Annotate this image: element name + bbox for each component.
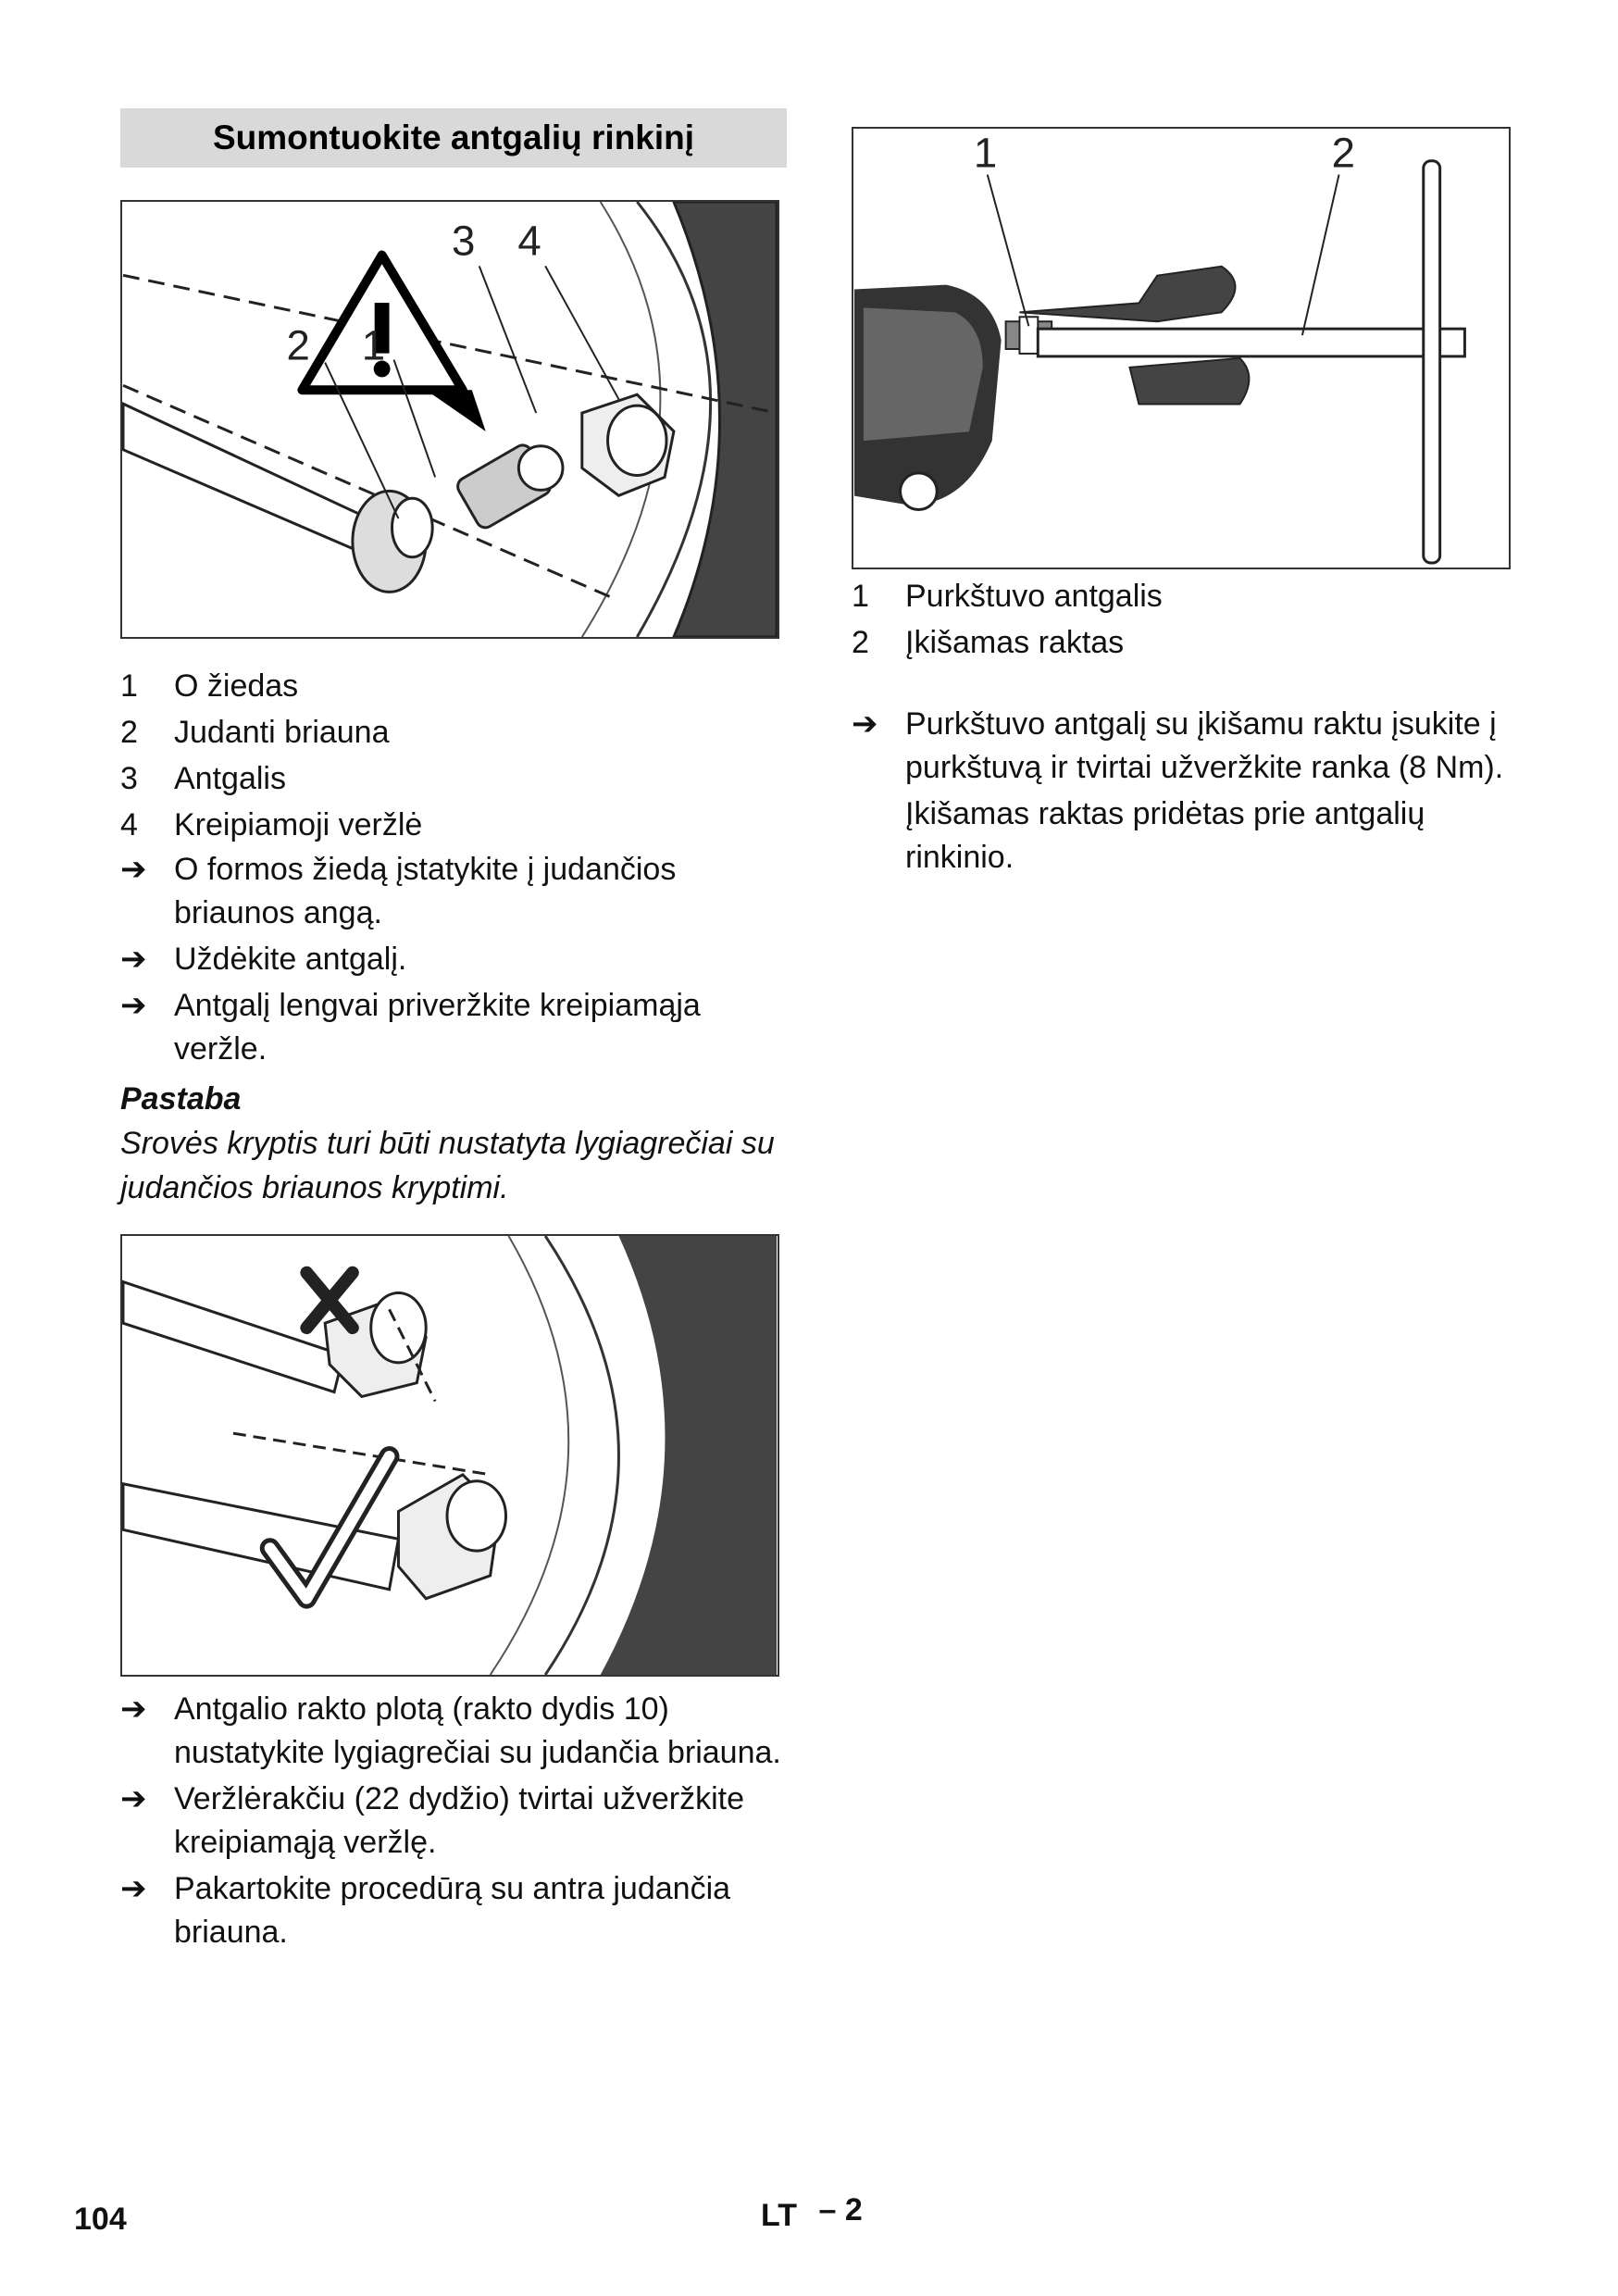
legend-item: 1 O žiedas: [120, 663, 787, 709]
callout-3: 3: [452, 218, 475, 265]
legend-number: 2: [120, 715, 138, 750]
language-label: LT: [761, 2198, 798, 2233]
note-text: Srovės kryptis turi būti nustatyta lygia…: [120, 1126, 775, 1205]
step-item: ➔ Antgalį lengvai priveržkite kreipiamąj…: [120, 984, 787, 1071]
step-text: Veržlėrakčiu (22 dydžio) tvirtai užveržk…: [174, 1781, 745, 1860]
legend-figure1: 1 O žiedas 2 Judanti briauna 3 Antgalis …: [120, 663, 787, 848]
step-text: Purkštuvo antgalį su įkišamu raktu įsuki…: [905, 706, 1504, 785]
arrow-right-icon: ➔: [120, 1871, 147, 1906]
step-item: ➔ O formos žiedą įstatykite į judančios …: [120, 848, 787, 935]
arrow-right-icon: ➔: [120, 1781, 147, 1816]
brush-bristles: [600, 1236, 778, 1675]
callout-1: 1: [974, 130, 997, 177]
wrong-cross-icon: [300, 1266, 359, 1335]
section-title: Sumontuokite antgalių rinkinį: [120, 108, 787, 168]
step-text: O formos žiedą įstatykite į judančios br…: [174, 852, 677, 930]
legend-number: 2: [852, 625, 869, 660]
language-code: LT – 2: [761, 2192, 863, 2234]
legend-text: Kreipiamoji veržlė: [174, 807, 423, 842]
callout-4: 4: [517, 218, 541, 265]
arrow-right-icon: ➔: [120, 942, 147, 977]
arrow-right-icon: ➔: [120, 988, 147, 1023]
step-item: ➔ Pakartokite procedūrą su antra judanči…: [120, 1867, 787, 1954]
spray-nozzle-illustration: 1 2: [853, 130, 1466, 565]
callout-2: 2: [287, 322, 310, 369]
step-item: ➔ Antgalio rakto plotą (rakto dydis 10) …: [120, 1688, 787, 1775]
step-item: ➔ Purkštuvo antgalį su įkišamu raktu įsu…: [852, 703, 1518, 790]
callout-1: 1: [362, 322, 385, 369]
legend-text: Antgalis: [174, 761, 286, 796]
step-item: ➔ Veržlėrakčiu (22 dydžio) tvirtai užver…: [120, 1778, 787, 1865]
brush-bristles: [672, 202, 778, 637]
legend-item: 3 Antgalis: [120, 755, 787, 802]
callout-2: 2: [1332, 130, 1355, 177]
legend-text: Purkštuvo antgalis: [905, 579, 1163, 614]
correct-checkmark-icon: [259, 1446, 400, 1609]
step-text: Uždėkite antgalį.: [174, 942, 407, 977]
step-item: Įkišamas raktas pridėtas prie antgalių r…: [852, 792, 1518, 880]
page-number: 104: [74, 2202, 127, 2237]
nozzle-orientation-figure: [120, 1234, 779, 1677]
legend-item: 1 Purkštuvo antgalis: [852, 573, 1518, 619]
arrow-right-icon: ➔: [120, 1691, 147, 1727]
legend-number: 3: [120, 761, 138, 796]
left-column: Sumontuokite antgalių rinkinį: [120, 108, 787, 1957]
legend-item: 4 Kreipiamoji veržlė: [120, 802, 787, 848]
step-note-text: Įkišamas raktas pridėtas prie antgalių r…: [905, 796, 1425, 875]
steps-list-3: ➔ Purkštuvo antgalį su įkišamu raktu įsu…: [852, 703, 1518, 880]
nozzle-orientation-illustration: [122, 1236, 778, 1675]
note-heading: Pastaba: [120, 1081, 242, 1117]
legend-item: 2 Įkišamas raktas: [852, 619, 1518, 666]
spray-nozzle-figure: 1 2: [852, 127, 1511, 569]
legend-item: 2 Judanti briauna: [120, 709, 787, 755]
step-item: ➔ Uždėkite antgalį.: [120, 938, 787, 981]
nozzle-assembly-figure: 3 4 2 1: [120, 200, 779, 639]
step-text: Antgalį lengvai priveržkite kreipiamąja …: [174, 988, 701, 1067]
right-column: 1 2 1 Purkštuvo antgalis 2 Įkišamas rakt…: [852, 127, 1518, 882]
nozzle-assembly-illustration: 3 4 2 1: [122, 202, 778, 637]
arrow-right-icon: ➔: [120, 852, 147, 887]
language-sub: – 2: [818, 2192, 863, 2227]
arrow-right-icon: ➔: [852, 706, 878, 742]
legend-text: Įkišamas raktas: [905, 625, 1125, 660]
legend-text: Judanti briauna: [174, 715, 390, 750]
legend-text: O žiedas: [174, 668, 299, 704]
legend-number: 1: [852, 579, 869, 614]
legend-number: 1: [120, 668, 138, 704]
step-text: Antgalio rakto plotą (rakto dydis 10) nu…: [174, 1691, 781, 1770]
legend-number: 4: [120, 807, 138, 842]
legend-figure3: 1 Purkštuvo antgalis 2 Įkišamas raktas: [852, 573, 1518, 666]
steps-list-1: ➔ O formos žiedą įstatykite į judančios …: [120, 848, 787, 1071]
step-text: Pakartokite procedūrą su antra judančia …: [174, 1871, 731, 1950]
warning-triangle-icon: [297, 250, 486, 431]
steps-list-2: ➔ Antgalio rakto plotą (rakto dydis 10) …: [120, 1688, 787, 1954]
